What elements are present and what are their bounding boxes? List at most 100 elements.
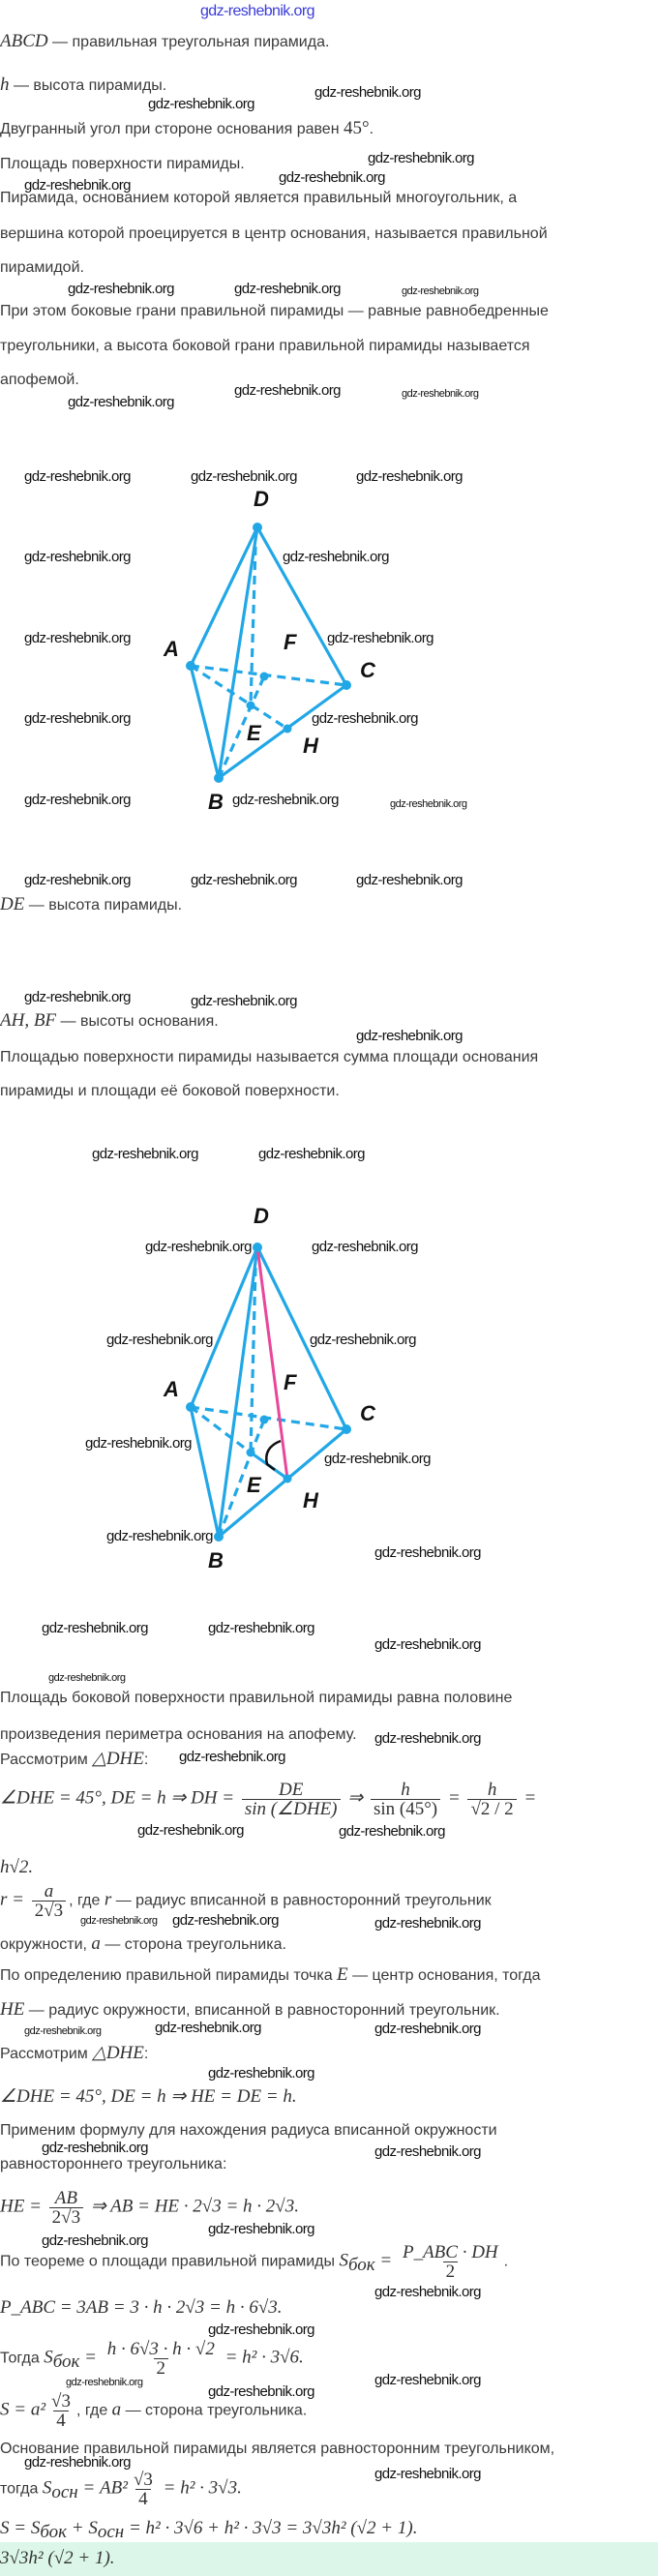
- watermark: gdz-reshebnik.org: [279, 169, 385, 186]
- text: — высота пирамиды.: [24, 897, 183, 914]
- numerator: h · 6√3 · h · √2: [106, 2339, 215, 2359]
- perimeter-formula: P_ABC = 3AB = 3 · h · 2√3 = h · 6√3.: [0, 2298, 283, 2319]
- watermark: gdz-reshebnik.org: [314, 84, 421, 101]
- watermark: gdz-reshebnik.org: [368, 150, 474, 166]
- watermark: gdz-reshebnik.org: [92, 1146, 198, 1162]
- text: По определению правильной пирамиды точка: [0, 1967, 338, 1984]
- definition-e: По определению правильной пирамиды точка…: [0, 1965, 541, 1986]
- watermark: gdz-reshebnik.org: [402, 388, 479, 400]
- subscript: бок: [40, 2522, 68, 2543]
- denominator: √2 / 2: [467, 1799, 517, 1818]
- point-H: [283, 724, 292, 734]
- text: тогда: [0, 2480, 43, 2498]
- label-E: E: [247, 721, 262, 745]
- label-D: D: [254, 1204, 269, 1228]
- numerator: AB: [54, 2188, 77, 2208]
- math: a: [91, 1933, 101, 1954]
- math: = AB²: [77, 2477, 128, 2499]
- watermark: gdz-reshebnik.org: [374, 1544, 481, 1561]
- text: — радиус окружности, вписанной в равност…: [24, 2002, 500, 2019]
- edge-DB: [217, 1245, 259, 1539]
- watermark: gdz-reshebnik.org: [68, 281, 174, 297]
- watermark: gdz-reshebnik.org: [234, 281, 341, 297]
- numerator: P_ABC · DH: [402, 2242, 498, 2262]
- point-C: [342, 1424, 351, 1434]
- watermark: gdz-reshebnik.org: [374, 2372, 481, 2388]
- math: r =: [0, 1889, 29, 1910]
- definition-line: Пирамида, основанием которой является пр…: [0, 190, 518, 206]
- watermark: gdz-reshebnik.org: [24, 792, 131, 808]
- denominator: 2√3: [48, 2207, 84, 2227]
- label-B: B: [208, 790, 224, 814]
- watermark: gdz-reshebnik.org: [24, 177, 131, 194]
- text: — высота пирамиды.: [9, 77, 167, 94]
- label-H: H: [303, 1488, 319, 1513]
- definition-line: вершина которой проецируется в центр осн…: [0, 225, 548, 242]
- point-E: [246, 701, 255, 710]
- height-BF: [217, 675, 266, 779]
- definition-line: пирамидой.: [0, 259, 84, 276]
- text: .: [503, 2253, 509, 2270]
- ah-bf-line: AH, BF — высоты основания.: [0, 1011, 219, 1032]
- text: , где: [75, 2402, 112, 2419]
- label-C: C: [360, 658, 376, 682]
- math: S: [339, 2250, 348, 2271]
- subscript: бок: [347, 2254, 375, 2275]
- watermark: gdz-reshebnik.org: [374, 1636, 481, 1653]
- math: S = a²: [0, 2399, 46, 2420]
- watermark: gdz-reshebnik.org: [312, 1239, 418, 1255]
- watermark: gdz-reshebnik.org: [232, 792, 339, 808]
- watermark: gdz-reshebnik.org: [191, 468, 297, 485]
- definition-line: апофемой.: [0, 372, 79, 388]
- math: =: [443, 1787, 465, 1809]
- math: ∠DHE = 45°, DE = h ⇒ DH =: [0, 1787, 239, 1809]
- surface-def-line: пирамиды и площади её боковой поверхност…: [0, 1083, 340, 1099]
- edge-DB: [217, 525, 259, 780]
- solution-text: Применим формулу для нахождения радиуса …: [0, 2122, 497, 2139]
- watermark: gdz-reshebnik.org: [208, 2383, 314, 2400]
- pyramid-diagram-1: D A C F E H B: [163, 487, 376, 814]
- math: =: [79, 2347, 102, 2368]
- inradius-text: окружности, a — сторона треугольника.: [0, 1934, 286, 1955]
- math: ∠DHE = 45°, DE = h ⇒ HE = DE = h.: [0, 2086, 297, 2107]
- label-C: C: [360, 1401, 376, 1425]
- he-line: HE — радиус окружности, вписанной в равн…: [0, 2000, 500, 2021]
- watermark: gdz-reshebnik.org: [155, 2020, 261, 2036]
- denominator: 4: [53, 2411, 69, 2430]
- denominator: 4: [135, 2489, 151, 2508]
- watermark: gdz-reshebnik.org: [208, 2221, 314, 2237]
- math: ⇒ AB = HE · 2√3 = h · 2√3.: [86, 2196, 299, 2217]
- watermark: gdz-reshebnik.org: [137, 1822, 244, 1839]
- watermark: gdz-reshebnik.org: [148, 96, 254, 112]
- intro-line-2: h — высота пирамиды.: [0, 75, 166, 96]
- pyramid-diagram-2: D A C F E H B: [163, 1204, 376, 1573]
- point-E: [246, 1448, 255, 1457]
- math: S = S: [0, 2518, 41, 2538]
- watermark: gdz-reshebnik.org: [374, 2284, 481, 2300]
- intro-line-3: Двугранный угол при стороне основания ра…: [0, 119, 374, 139]
- fraction: h√2 / 2: [467, 1781, 517, 1818]
- watermark: gdz-reshebnik.org: [172, 1912, 279, 1929]
- site-watermark-header[interactable]: gdz-reshebnik.org: [200, 3, 314, 19]
- watermark: gdz-reshebnik.org: [80, 1915, 158, 1927]
- watermark: gdz-reshebnik.org: [66, 2377, 143, 2388]
- edge-AB: [189, 1405, 221, 1539]
- point-A: [186, 1402, 195, 1412]
- math: 45°: [343, 118, 370, 138]
- edge-DC: [255, 1245, 348, 1431]
- numerator: h: [401, 1780, 410, 1800]
- solution-text: произведения периметра основания на апоф…: [0, 1726, 357, 1743]
- watermark: gdz-reshebnik.org: [283, 549, 389, 565]
- point-H: [283, 1474, 292, 1483]
- text: — сторона треугольника.: [121, 2402, 308, 2419]
- answer-value: 3√3h² (√2 + 1).: [0, 2549, 115, 2569]
- numerator: DE: [279, 1780, 304, 1800]
- subscript: осн: [51, 2481, 78, 2502]
- watermark: gdz-reshebnik.org: [24, 2025, 102, 2037]
- watermark: gdz-reshebnik.org: [208, 2321, 314, 2338]
- watermark: gdz-reshebnik.org: [42, 1620, 148, 1636]
- text: — сторона треугольника.: [100, 1936, 286, 1953]
